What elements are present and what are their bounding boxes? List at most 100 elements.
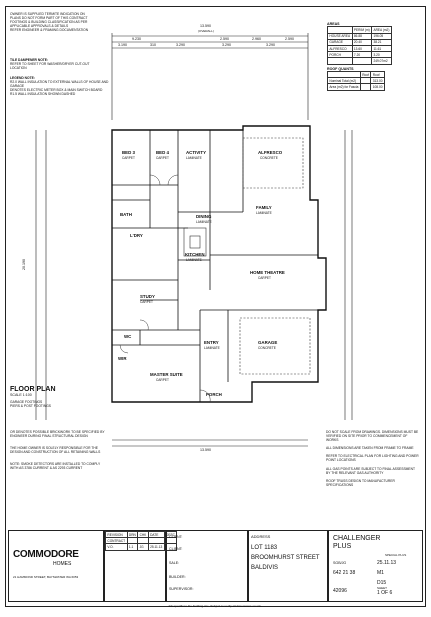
dim-seg2: 3.290 [176, 43, 185, 47]
dim-seg: 2.590 [220, 37, 229, 41]
floor-plan-item: GARAGE FOOTINGS [10, 400, 43, 404]
dim-seg: 2.590 [285, 37, 294, 41]
lot-number: LOT 1183 [251, 545, 278, 551]
drawn-by: SGB/JG [333, 561, 347, 565]
room-alfresco-floor: CONCRETE [260, 156, 278, 160]
room-ldry: L'DRY [130, 233, 143, 238]
floor-plan-item: PIERS & POST FOOTINGS [10, 404, 51, 408]
dim-seg: 9.230 [132, 37, 141, 41]
revision-cell: JG [137, 543, 149, 551]
dim-seg2: 310 [150, 43, 156, 47]
room-bed4: BED 4 [156, 150, 169, 155]
legend-item: R1.5 WALL INSULATION SHOWN DASHED [10, 92, 76, 97]
floor-plan-scale: SCALE 1:100 [10, 393, 32, 397]
room-entry-floor: LAMINATE [204, 346, 220, 350]
room-garage: GARAGE [258, 340, 278, 345]
room-family: FAMILY [256, 205, 272, 210]
client-panel: CLIENT: CLIENT: SALE: BUILDER: SUPERVISO… [166, 530, 248, 602]
scale-value: M1 [377, 570, 384, 576]
room-home-theatre-floor: CARPET [258, 276, 271, 280]
address-label: ADDRESS [251, 534, 271, 539]
room-wir: WIR [118, 356, 127, 361]
room-bath: BATH [120, 212, 132, 217]
note-line: ALL GAS POINTS ARE SUBJECT TO FINAL ASSE… [326, 466, 415, 475]
room-study-floor: CARPET [140, 300, 153, 304]
design-panel: CHALLENGER PLUS SPECIAL PLUS SGB/JG 25.1… [328, 530, 423, 602]
roof-cell [359, 83, 372, 91]
room-garage-floor: CONCRETE [258, 346, 276, 350]
room-wc: WC [124, 334, 132, 339]
notes-mid: TILE DAMPENER NOTE: REFER TO SHEET FOR W… [10, 58, 92, 70]
areas-total: 249.07m2 [371, 57, 392, 65]
footer-note: Job specific to the building site. Subje… [168, 604, 263, 608]
supervisor-label: SUPERVISOR: [169, 587, 194, 591]
room-kitchen-floor: LAMINATE [186, 258, 202, 262]
dim-overall-top: 13.590 [200, 24, 211, 28]
dim-seg: 2.960 [252, 37, 261, 41]
room-bed4-floor: CARPET [156, 156, 169, 160]
room-bed3-floor: CARPET [122, 156, 135, 160]
note-line: REFER TO SHEET FOR WASHER/DRYER CUT-OUT … [10, 62, 90, 71]
roof-cell: 108.00 [370, 83, 385, 91]
dim-overall-top-sub: (OVERALL) [198, 29, 214, 33]
room-porch: PORCH [206, 392, 222, 397]
notes-left: OR DENOTES POSSIBLE BRICKWORK TO BE SPEC… [10, 430, 105, 471]
dim-seg2: 3.290 [222, 43, 231, 47]
roof-cell: Area (m2) for Fascia [327, 83, 361, 91]
areas-cell [327, 57, 353, 65]
company-panel: COMMODORE HOMES 21 HAMMOND STREET, BAYSW… [8, 530, 104, 602]
note-line: REFER TO ELECTRICAL PLAN FOR LIGHTING AN… [326, 454, 419, 463]
note-line: DO NOT SCALE FROM DRAWINGS. DIMENSIONS M… [326, 430, 419, 443]
room-activity: ACTIVITY [186, 150, 207, 155]
note-line: OWNER IS SUPPLIED TERMITE INDICATION ON … [10, 12, 88, 21]
client-label: CLIENT: [169, 547, 183, 551]
areas-table: AREAS PERIM (m) AREA (m2) HOUSE AREA 86.… [327, 22, 392, 91]
sheet-number: 1 OF 6 [377, 590, 393, 596]
drawing-number: D15 [377, 580, 387, 586]
drawing-sheet [5, 6, 426, 607]
areas-title: AREAS [327, 22, 340, 26]
builder-label: BUILDER: [169, 575, 186, 579]
client-label: CLIENT: [169, 535, 183, 539]
revision-cell: 1.1 [126, 543, 139, 551]
design-special: SPECIAL PLUS [385, 553, 407, 557]
note-line: ROOF TRUSS DESIGN TO MANUFACTURER SPECIF… [326, 478, 395, 487]
note-line: NOTE: SMOKE DETECTORS ARE INSTALLED TO C… [10, 462, 101, 471]
street-name: BROOMHURST STREET [251, 555, 320, 561]
address-panel: ADDRESS LOT 1183 BROOMHURST STREET BALDI… [248, 530, 328, 602]
room-master-suite: MASTER SUITE [150, 372, 183, 377]
note-line: OR DENOTES POSSIBLE BRICKWORK TO BE SPEC… [10, 430, 105, 439]
job-number: 642 21 38 [333, 570, 356, 576]
legend-item: R2.0 WALL INSULATION TO EXTERNAL WALLS O… [10, 80, 109, 89]
room-entry: ENTRY [204, 340, 219, 345]
note-line: FOOTINGS & BUILDING CLASSIFICATION AS PE… [10, 20, 88, 29]
revision-panel: REVISION DRN CHK DATE DESC CONTRACT V.O.… [104, 530, 178, 602]
sheet-label: SHEET [377, 586, 388, 590]
notes-right: DO NOT SCALE FROM DRAWINGS. DIMENSIONS M… [326, 430, 420, 487]
dim-seg2: 3.190 [118, 43, 127, 47]
note-line: ALL DIMENSIONS ARE TAKEN FROM FRAME TO F… [326, 446, 414, 451]
room-dining-floor: LAMINATE [196, 220, 212, 224]
dim-overall-bottom: 13.590 [200, 448, 211, 452]
company-address: 21 HAMMOND STREET, BAYSWATER WA 6053 [13, 575, 79, 579]
note-line: REFER ENGINEER & FRAMING DOCUMENTATION [10, 28, 89, 33]
room-study: STUDY [140, 294, 155, 299]
room-bed3: BED 3 [122, 150, 135, 155]
room-activity-floor: LAMINATE [186, 156, 202, 160]
notes-top: OWNER IS SUPPLIED TERMITE INDICATION ON … [10, 12, 92, 32]
dim-overall-left: 20.190 [22, 259, 26, 270]
areas-cell [351, 57, 373, 65]
suburb-name: BALDIVIS [251, 565, 279, 571]
code-number: 42096 [333, 588, 347, 594]
sale-label: SALE: [169, 561, 180, 565]
floor-plan-title: FLOOR PLAN [10, 386, 56, 393]
room-home-theatre: HOME THEATRE [250, 270, 285, 275]
roof-title: ROOF QUANTS [327, 66, 354, 71]
design-sub: PLUS [333, 543, 352, 550]
room-master-suite-floor: CARPET [156, 378, 169, 382]
legend: LEGEND NOTE: R2.0 WALL INSULATION TO EXT… [10, 76, 110, 96]
note-line: THE HOME OWNER IS SOLELY RESPONSIBLE FOR… [10, 446, 101, 455]
revision-cell: 25.11.13 [147, 543, 165, 551]
note-heading: TILE DAMPENER NOTE: [10, 58, 49, 62]
